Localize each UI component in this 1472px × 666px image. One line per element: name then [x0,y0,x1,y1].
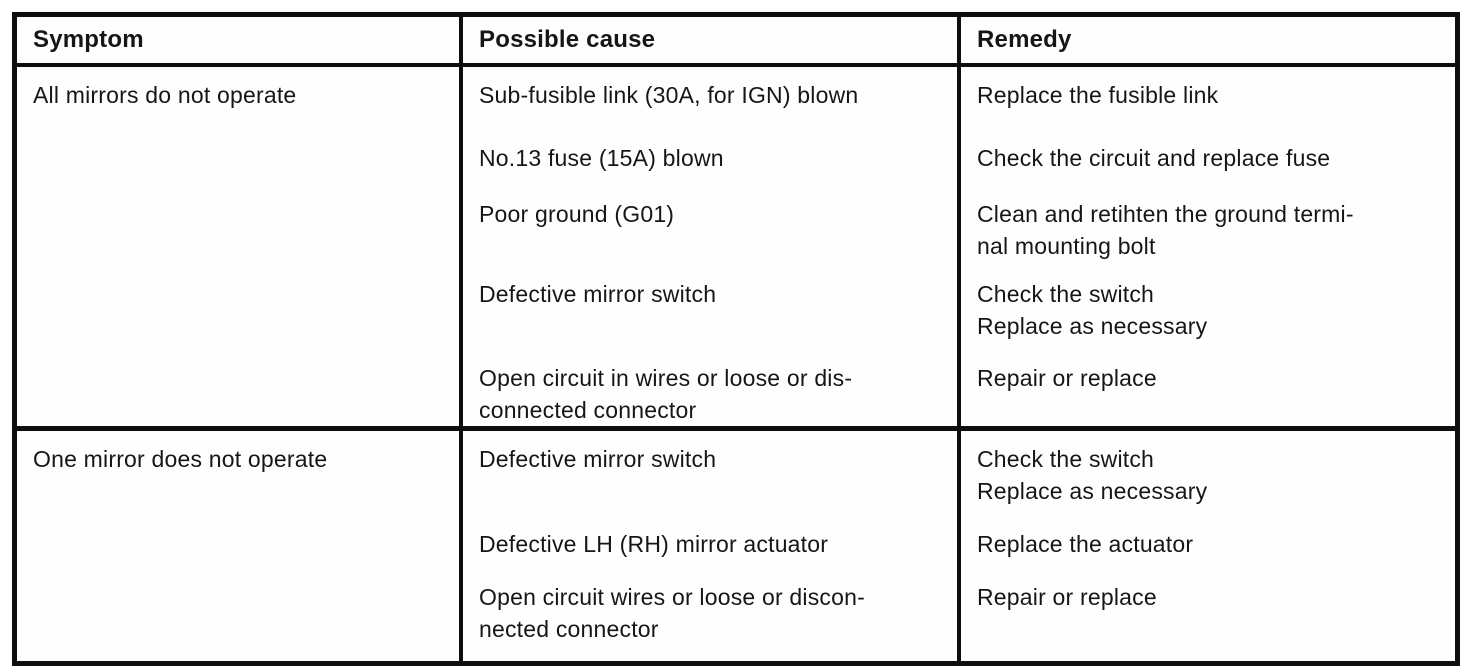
cause-text: No.13 fuse (15A) blown [479,145,724,171]
remedy-cell: Check the switch Replace as necessary [961,266,1455,350]
header-remedy: Remedy [977,26,1072,53]
cause-text: Defective LH (RH) mirror actuator [479,531,829,557]
cause-remedy-pair: Poor ground (G01) Clean and retihten the… [463,186,1455,266]
cause-remedy-group: Defective mirror switch Check the switch… [463,431,1455,661]
cause-remedy-pair: Defective mirror switch Check the switch… [463,266,1455,350]
scanned-manual-page: Symptom Possible cause Remedy All mirror… [12,12,1460,666]
remedy-text-line: Check the switch [977,446,1155,472]
remedy-cell: Repair or replace [961,350,1455,426]
remedy-text: Repair or replace [977,365,1157,391]
cause-text-line: nected connector [479,616,659,642]
troubleshooting-table: Symptom Possible cause Remedy All mirror… [12,12,1460,666]
header-possible-cause: Possible cause [463,17,961,63]
remedy-cell: Check the circuit and replace fuse [961,130,1455,186]
cause-cell: Open circuit wires or loose or discon- n… [463,569,961,661]
cause-text-line: Open circuit in wires or loose or dis- [479,365,853,391]
remedy-text: Repair or replace [977,584,1157,610]
cause-remedy-pair: Defective mirror switch Check the switch… [463,431,1455,516]
cause-remedy-pair: Defective LH (RH) mirror actuator Replac… [463,516,1455,569]
remedy-text: Replace the actuator [977,531,1194,557]
table-row: One mirror does not operate Defective mi… [17,426,1455,661]
remedy-text-line: Replace as necessary [977,313,1208,339]
remedy-cell: Repair or replace [961,569,1455,661]
remedy-cell: Check the switch Replace as necessary [961,431,1455,516]
cause-text: Defective mirror switch [479,446,717,472]
header-symptom: Symptom [17,17,463,63]
cause-remedy-group: Sub-fusible link (30A, for IGN) blown Re… [463,67,1455,426]
cause-cell: Poor ground (G01) [463,186,961,266]
table-row: All mirrors do not operate Sub-fusible l… [17,67,1455,426]
remedy-cell: Replace the fusible link [961,67,1455,130]
cause-cell: Sub-fusible link (30A, for IGN) blown [463,67,961,130]
remedy-text-line: Clean and retihten the ground termi- [977,201,1354,227]
cause-text-line: connected connector [479,397,697,423]
remedy-text-line: Check the switch [977,281,1155,307]
symptom-cell: One mirror does not operate [17,431,463,661]
cause-cell: No.13 fuse (15A) blown [463,130,961,186]
remedy-text-line: nal mounting bolt [977,233,1156,259]
remedy-text-line: Replace as necessary [977,478,1208,504]
cause-remedy-pair: Open circuit wires or loose or discon- n… [463,569,1455,661]
cause-cell: Open circuit in wires or loose or dis- c… [463,350,961,426]
cause-text-line: Open circuit wires or loose or discon- [479,584,865,610]
cause-text: Poor ground (G01) [479,201,675,227]
remedy-cell: Replace the actuator [961,516,1455,569]
cause-cell: Defective LH (RH) mirror actuator [463,516,961,569]
symptom-text: All mirrors do not operate [33,82,297,108]
cause-cell: Defective mirror switch [463,431,961,516]
table-header-row: Symptom Possible cause Remedy [17,17,1455,67]
symptom-cell: All mirrors do not operate [17,67,463,426]
remedy-text: Check the circuit and replace fuse [977,145,1331,171]
cause-text: Sub-fusible link (30A, for IGN) blown [479,82,859,108]
symptom-text: One mirror does not operate [33,446,328,472]
cause-remedy-pair: Sub-fusible link (30A, for IGN) blown Re… [463,67,1455,130]
remedy-cell: Clean and retihten the ground termi- nal… [961,186,1455,266]
remedy-text: Replace the fusible link [977,82,1219,108]
cause-remedy-pair: Open circuit in wires or loose or dis- c… [463,350,1455,426]
cause-text: Defective mirror switch [479,281,717,307]
cause-cell: Defective mirror switch [463,266,961,350]
cause-remedy-pair: No.13 fuse (15A) blown Check the circuit… [463,130,1455,186]
